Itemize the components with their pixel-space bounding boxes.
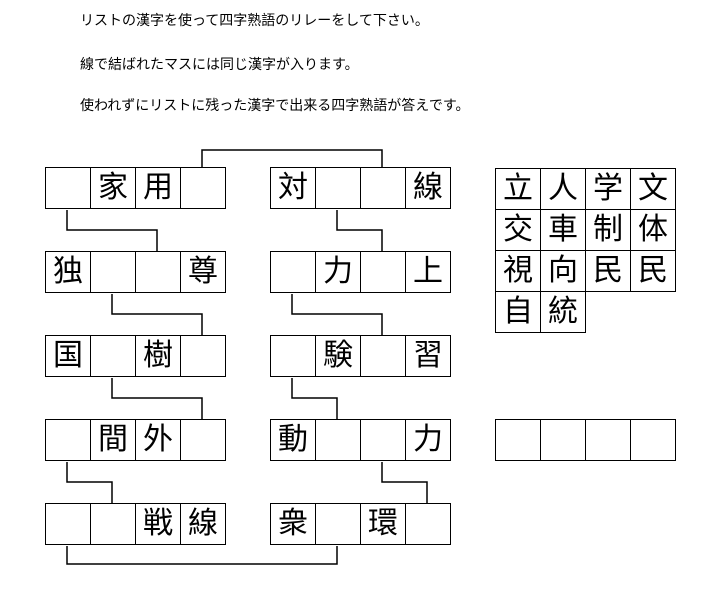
- answer-row: [495, 419, 676, 461]
- kanji-list: 立 人 学 文 交 車 制 体 視 向 民 民 自 統: [495, 168, 676, 333]
- puzzle-cell[interactable]: 習: [405, 335, 451, 377]
- puzzle-cell[interactable]: 線: [180, 503, 226, 545]
- puzzle-cell[interactable]: [135, 251, 181, 293]
- puzzle-cell[interactable]: [315, 419, 361, 461]
- puzzle-cell[interactable]: 環: [360, 503, 406, 545]
- puzzle-row-right-3: 験 習: [270, 335, 451, 377]
- puzzle-cell[interactable]: [270, 335, 316, 377]
- puzzle-cell[interactable]: 樹: [135, 335, 181, 377]
- puzzle-cell[interactable]: 験: [315, 335, 361, 377]
- link-l2-l3: [111, 294, 203, 336]
- kanji-list-cell[interactable]: 文: [631, 169, 676, 210]
- link-r1-r2: [336, 210, 383, 252]
- puzzle-row-left-5: 戦 線: [45, 503, 226, 545]
- puzzle-row-right-2: 力 上: [270, 251, 451, 293]
- puzzle-cell[interactable]: 間: [90, 419, 136, 461]
- kanji-list-cell[interactable]: 体: [631, 210, 676, 251]
- instruction-line-2: 線で結ばれたマスには同じ漢字が入ります。: [80, 57, 359, 73]
- kanji-list-cell[interactable]: 学: [586, 169, 631, 210]
- puzzle-cell[interactable]: [315, 167, 361, 209]
- puzzle-cell[interactable]: [45, 503, 91, 545]
- link-l4-l5: [66, 462, 113, 504]
- puzzle-cell[interactable]: 動: [270, 419, 316, 461]
- puzzle-cell[interactable]: [90, 503, 136, 545]
- link-bottom-bridge: [66, 546, 338, 565]
- puzzle-cell[interactable]: [360, 251, 406, 293]
- puzzle-cell[interactable]: [270, 251, 316, 293]
- puzzle-cell[interactable]: [90, 251, 136, 293]
- puzzle-cell[interactable]: 線: [405, 167, 451, 209]
- puzzle-cell[interactable]: 戦: [135, 503, 181, 545]
- link-l3-l4: [111, 378, 203, 420]
- puzzle-cell[interactable]: [90, 335, 136, 377]
- puzzle-cell[interactable]: [315, 503, 361, 545]
- puzzle-cell[interactable]: 衆: [270, 503, 316, 545]
- puzzle-cell[interactable]: [45, 419, 91, 461]
- kanji-list-cell[interactable]: 立: [496, 169, 541, 210]
- kanji-list-cell[interactable]: 民: [586, 251, 631, 292]
- puzzle-cell[interactable]: 力: [315, 251, 361, 293]
- answer-cell[interactable]: [540, 419, 586, 461]
- puzzle-cell[interactable]: [180, 335, 226, 377]
- puzzle-cell[interactable]: 対: [270, 167, 316, 209]
- puzzle-row-left-3: 国 樹: [45, 335, 226, 377]
- kanji-list-cell[interactable]: 視: [496, 251, 541, 292]
- kanji-list-cell[interactable]: 車: [541, 210, 586, 251]
- puzzle-cell[interactable]: [180, 167, 226, 209]
- puzzle-cell[interactable]: 力: [405, 419, 451, 461]
- puzzle-cell[interactable]: 用: [135, 167, 181, 209]
- puzzle-cell[interactable]: [405, 503, 451, 545]
- puzzle-row-left-4: 間 外: [45, 419, 226, 461]
- answer-cell[interactable]: [495, 419, 541, 461]
- kanji-list-cell[interactable]: 統: [541, 292, 586, 333]
- link-r2-r3: [291, 294, 383, 336]
- puzzle-cell[interactable]: [360, 335, 406, 377]
- puzzle-cell[interactable]: [360, 167, 406, 209]
- puzzle-row-left-1: 家 用: [45, 167, 226, 209]
- kanji-list-cell[interactable]: 制: [586, 210, 631, 251]
- link-r3-r4: [291, 378, 338, 420]
- puzzle-cell[interactable]: [360, 419, 406, 461]
- link-r4-r5: [381, 462, 428, 504]
- kanji-list-cell[interactable]: 民: [631, 251, 676, 292]
- kanji-list-cell[interactable]: 人: [541, 169, 586, 210]
- puzzle-cell[interactable]: [180, 419, 226, 461]
- kanji-list-cell[interactable]: 交: [496, 210, 541, 251]
- puzzle-row-left-2: 独 尊: [45, 251, 226, 293]
- answer-cell[interactable]: [630, 419, 676, 461]
- instruction-line-3: 使われずにリストに残った漢字で出来る四字熟語が答えです。: [80, 98, 470, 114]
- puzzle-cell[interactable]: 家: [90, 167, 136, 209]
- puzzle-cell[interactable]: [45, 167, 91, 209]
- puzzle-row-right-4: 動 力: [270, 419, 451, 461]
- instruction-line-1: リストの漢字を使って四字熟語のリレーをして下さい。: [80, 13, 429, 29]
- kanji-list-cell[interactable]: 自: [496, 292, 541, 333]
- puzzle-cell[interactable]: 尊: [180, 251, 226, 293]
- puzzle-cell[interactable]: 国: [45, 335, 91, 377]
- puzzle-cell[interactable]: 上: [405, 251, 451, 293]
- link-l1-l2: [66, 210, 158, 252]
- answer-cell[interactable]: [585, 419, 631, 461]
- kanji-list-cell[interactable]: 向: [541, 251, 586, 292]
- puzzle-cell[interactable]: 独: [45, 251, 91, 293]
- puzzle-row-right-1: 対 線: [270, 167, 451, 209]
- link-top-bridge: [201, 149, 383, 168]
- puzzle-row-right-5: 衆 環: [270, 503, 451, 545]
- puzzle-cell[interactable]: 外: [135, 419, 181, 461]
